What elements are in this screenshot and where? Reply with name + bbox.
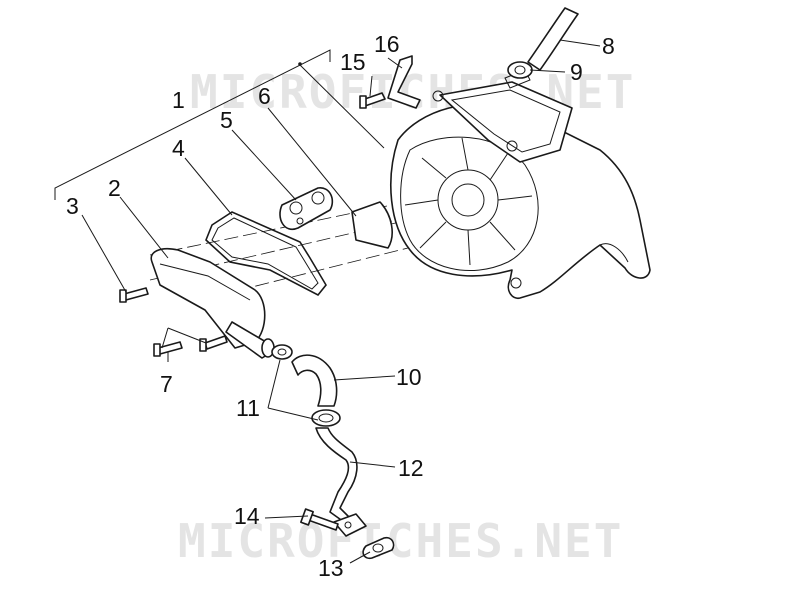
callout-7: 7 [160, 371, 173, 397]
hose-clamp-upper [271, 344, 293, 360]
bracket [387, 55, 421, 109]
callout-12: 12 [398, 455, 424, 481]
screw-15 [359, 92, 386, 109]
callout-10: 10 [396, 364, 422, 390]
callout-14: 14 [234, 503, 260, 529]
breather-hose [527, 7, 579, 71]
callout-11: 11 [236, 395, 260, 421]
screw-3 [119, 287, 149, 303]
callout-4: 4 [172, 135, 185, 161]
screw-7a [153, 341, 183, 357]
group-bracket-dot [298, 62, 302, 66]
pipe-flange [333, 513, 367, 537]
gasket [205, 211, 327, 297]
callout-8: 8 [602, 33, 615, 59]
hose-clamp-top [507, 61, 533, 79]
callout-1: 1 [172, 87, 185, 113]
cover [150, 247, 275, 359]
callout-3: 3 [66, 193, 79, 219]
callout-13: 13 [318, 555, 344, 581]
callouts: 1 2 3 4 5 6 7 8 9 10 11 12 13 14 15 16 [66, 31, 615, 581]
drain-pipe [315, 427, 358, 523]
fan-housing [390, 69, 651, 300]
watermark-bottom: MICROFICHES.NET [178, 514, 623, 568]
callout-9: 9 [570, 59, 583, 85]
grommet-plate [279, 187, 334, 231]
callout-6: 6 [258, 83, 271, 109]
leader-lines [81, 39, 601, 564]
group-bracket-1 [54, 49, 385, 200]
callout-2: 2 [108, 175, 121, 201]
bolt-14 [300, 508, 339, 531]
callout-16: 16 [374, 31, 400, 57]
callout-5: 5 [220, 107, 233, 133]
callout-15: 15 [340, 49, 366, 75]
filter-wedge [351, 201, 393, 249]
screw-7b [199, 335, 228, 352]
elbow-hose [291, 354, 338, 407]
flange-gasket [362, 536, 395, 560]
hose-clamp-lower [311, 409, 341, 427]
